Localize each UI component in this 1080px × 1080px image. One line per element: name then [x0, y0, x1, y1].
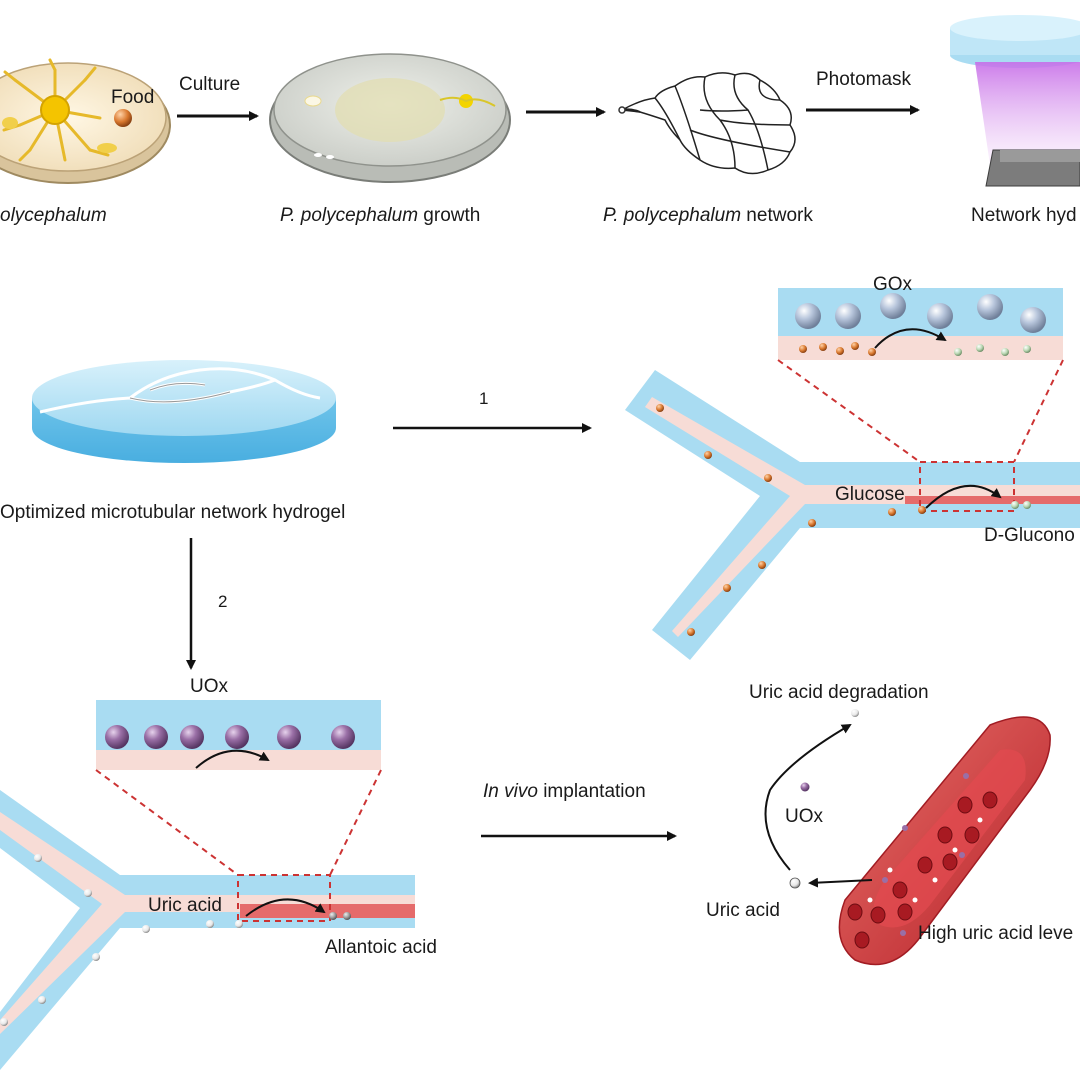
glucose-label: Glucose — [835, 484, 905, 505]
glucose-molecules — [799, 342, 876, 356]
blood-vessel — [838, 716, 1051, 966]
gluconolactone-molecules — [954, 344, 1031, 356]
petri-dish-growth — [269, 53, 511, 183]
uox-enzyme-spheres — [105, 725, 355, 749]
channel-glucose-molecules — [656, 404, 926, 636]
uric-acid-release-arrow — [808, 877, 873, 888]
degradation-label: Uric acid degradation — [749, 682, 929, 703]
uox-zoom-lines — [95, 769, 382, 876]
uric-acid-label: Uric acid — [148, 895, 222, 916]
uox-label: UOx — [190, 676, 228, 697]
gox-inset — [778, 288, 1063, 360]
gox-enzyme-spheres — [795, 293, 1046, 333]
implantation-label: In vivo implantation — [483, 781, 646, 802]
culture-label: Culture — [179, 74, 241, 95]
path1-number: 1 — [479, 389, 489, 408]
gox-zoom-lines — [777, 359, 1064, 463]
y-channel-gox — [625, 370, 1080, 660]
photomask-label: Photomask — [816, 69, 912, 90]
uv-photomask-setup — [950, 15, 1080, 187]
degradation-arrow — [764, 723, 852, 871]
free-uox-molecule — [800, 782, 810, 792]
petri-dish-culture — [0, 58, 171, 184]
network-caption: P. polycephalum network — [603, 205, 813, 226]
hydrogel-disc — [32, 360, 336, 463]
degraded-uric-acid-molecule — [851, 709, 859, 717]
path2-number: 2 — [218, 592, 228, 611]
allantoic-acid-label: Allantoic acid — [325, 937, 437, 958]
food-label: Food — [111, 87, 155, 108]
dish2-caption: P. polycephalum growth — [280, 205, 481, 226]
gox-label: GOx — [873, 274, 913, 295]
slime-mold-center — [40, 95, 70, 125]
network-hydrogel-caption: Network hyd — [971, 205, 1077, 226]
dish1-caption: olycephalum — [0, 205, 107, 226]
free-uox-label: UOx — [785, 806, 823, 827]
uric-acid-molecules — [0, 854, 243, 1026]
vessel-uric-acid-label: Uric acid — [706, 900, 780, 921]
gluconolactone-label: D-Glucono — [984, 525, 1075, 546]
food-pellet — [114, 109, 132, 127]
y-channel-uox — [0, 790, 415, 1070]
slime-network-icon — [618, 72, 796, 175]
red-blood-cells — [847, 791, 998, 949]
released-uric-acid-molecule — [789, 877, 801, 889]
optimized-hydrogel-caption: Optimized microtubular network hydrogel — [0, 502, 346, 523]
uox-inset — [96, 700, 381, 770]
high-uric-acid-label: High uric acid leve — [918, 923, 1074, 944]
